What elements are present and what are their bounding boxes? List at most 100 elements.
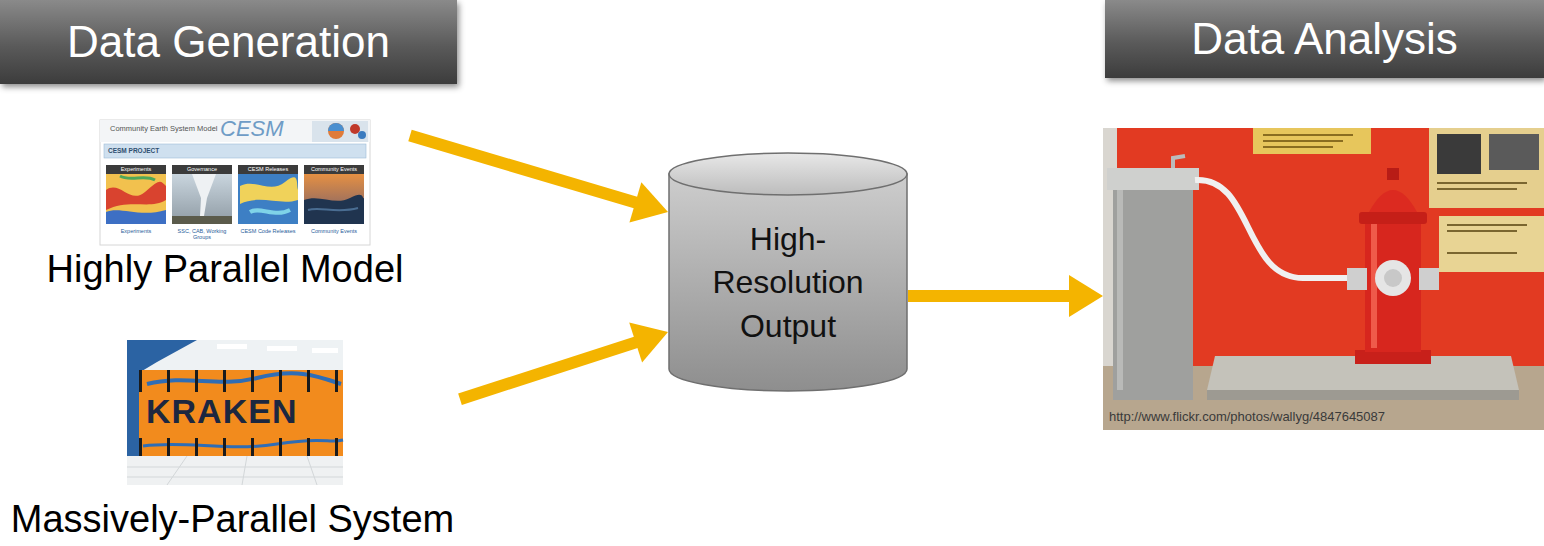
supercomputer-photo bbox=[127, 340, 343, 485]
cesm-screenshot bbox=[172, 174, 232, 224]
hydrant-fountain-photo bbox=[1107, 168, 1199, 190]
cesm-screenshot bbox=[172, 216, 232, 224]
supercomputer-photo bbox=[143, 440, 343, 447]
supercomputer-photo bbox=[147, 373, 341, 384]
cesm-screenshot bbox=[312, 121, 368, 142]
hydrant-fountain-photo bbox=[1437, 134, 1481, 174]
arrow-head bbox=[629, 322, 668, 362]
flow-arrow bbox=[410, 136, 668, 223]
hydrant-fountain-photo bbox=[1113, 186, 1193, 400]
supercomputer-photo bbox=[139, 370, 343, 456]
cesm-screenshot bbox=[250, 210, 290, 213]
cesm-screenshot bbox=[350, 124, 360, 134]
label-anchor: CESM Releases bbox=[238, 165, 298, 174]
hydrant-fountain-photo bbox=[1489, 134, 1539, 170]
label-anchor: CESM Code Releases bbox=[238, 228, 298, 234]
hydrant-fountain-photo bbox=[1263, 146, 1333, 148]
label-anchor: CESM PROJECT bbox=[108, 147, 159, 154]
rack-frame bbox=[139, 370, 142, 392]
hydrant-fountain-photo bbox=[1447, 224, 1527, 226]
header-text: Data Analysis bbox=[1191, 14, 1458, 65]
tab-title: Governance bbox=[172, 165, 232, 174]
label-anchor: SSC, CAB, Working Groups bbox=[172, 228, 232, 240]
label-anchor: Experiments bbox=[106, 165, 166, 174]
supercomputer-photo bbox=[127, 370, 139, 456]
cesm-screenshot bbox=[106, 174, 166, 224]
rack-frame bbox=[139, 370, 338, 456]
figure-group: Massively-Parallel System bbox=[5, 338, 460, 542]
hydrant-fountain-photo bbox=[1253, 128, 1371, 154]
photo-frame: http://www.flickr.com/photos/wallyg/4847… bbox=[1103, 128, 1544, 430]
figure-caption: Massively-Parallel System bbox=[11, 498, 454, 542]
arrow-head bbox=[1069, 275, 1103, 317]
cesm-screenshot bbox=[328, 123, 344, 139]
hydrant-fountain-photo bbox=[1263, 140, 1343, 142]
rack-frame bbox=[167, 438, 170, 456]
hydrant-fountain-photo bbox=[1384, 269, 1402, 287]
data-store-cylinder: High- Resolution Output bbox=[668, 152, 908, 392]
tab-caption: Community Events bbox=[304, 228, 364, 234]
tab-title: Experiments bbox=[106, 165, 166, 174]
hydrant-fountain-photo bbox=[1207, 390, 1519, 400]
rack-frame bbox=[279, 370, 282, 392]
hydrant-fountain-photo bbox=[1437, 182, 1527, 184]
cesm-screenshot bbox=[240, 177, 298, 204]
hydrant-fountain-photo bbox=[1355, 350, 1431, 364]
tab-caption: CESM Code Releases bbox=[238, 228, 298, 234]
rack-frame bbox=[223, 438, 226, 456]
site-title: Community Earth System Model bbox=[110, 125, 218, 133]
cesm-screenshot bbox=[120, 176, 155, 180]
rack-frame bbox=[251, 370, 254, 392]
cesm-screenshot bbox=[238, 174, 298, 224]
tab-title: Community Events bbox=[304, 165, 364, 174]
tab-title: CESM Releases bbox=[238, 165, 298, 174]
cesm-screenshot bbox=[304, 195, 364, 224]
flow-arrow bbox=[460, 322, 668, 399]
section-header: Data Analysis bbox=[1105, 0, 1544, 78]
store-label: High- Resolution Output bbox=[698, 218, 878, 348]
label-anchor: Experiments bbox=[106, 228, 166, 234]
tab-caption: Experiments bbox=[106, 228, 166, 234]
rack-frame bbox=[279, 438, 282, 456]
cesm-screenshot bbox=[106, 165, 166, 174]
label-anchor: KRAKEN bbox=[146, 393, 297, 430]
cylinder-top bbox=[669, 153, 907, 195]
section-header: Data Generation bbox=[0, 0, 457, 84]
cesm-screenshot bbox=[304, 165, 364, 174]
hydrant-fountain-photo bbox=[1117, 190, 1123, 390]
cesm-screenshot bbox=[192, 174, 216, 216]
rack-frame bbox=[167, 370, 170, 392]
hydrant-fountain-photo bbox=[1173, 156, 1185, 168]
hydrant-fountain-photo bbox=[1371, 224, 1377, 348]
cylinder-body bbox=[669, 174, 907, 391]
hydrant-fountain-photo bbox=[1429, 128, 1544, 208]
hydrant-fountain-photo bbox=[1387, 168, 1399, 180]
arrow-head bbox=[629, 182, 668, 222]
supercomputer-photo bbox=[217, 344, 247, 349]
machine-name: KRAKEN bbox=[146, 393, 297, 430]
label-anchor: Community Earth System Model bbox=[110, 125, 218, 133]
rack-frame bbox=[139, 438, 142, 456]
cesm-screenshot bbox=[106, 182, 166, 210]
supercomputer-photo bbox=[127, 340, 343, 485]
photo-credit: http://www.flickr.com/photos/wallyg/4847… bbox=[1109, 409, 1385, 425]
menu-bar-text: CESM PROJECT bbox=[108, 147, 159, 154]
hydrant-fountain-photo bbox=[1437, 188, 1517, 190]
header-text: Data Generation bbox=[67, 17, 390, 68]
tab-caption: SSC, CAB, Working Groups bbox=[172, 228, 232, 240]
supercomputer-photo bbox=[127, 456, 343, 485]
label-anchor: Governance bbox=[172, 165, 232, 174]
rack-frame bbox=[195, 438, 198, 456]
hydrant-fountain-photo bbox=[1447, 230, 1517, 232]
figure-caption: Highly Parallel Model bbox=[47, 248, 404, 292]
rack-frame bbox=[223, 370, 226, 392]
arrow-shaft bbox=[460, 342, 637, 399]
supercomputer-photo bbox=[127, 456, 343, 485]
rack-frame bbox=[335, 370, 338, 392]
hydrant-fountain-photo bbox=[1195, 180, 1355, 278]
hydrant-fountain-photo bbox=[1439, 216, 1544, 272]
hydrant-fountain-photo bbox=[1419, 268, 1439, 290]
label-anchor: Community Events bbox=[304, 165, 364, 174]
